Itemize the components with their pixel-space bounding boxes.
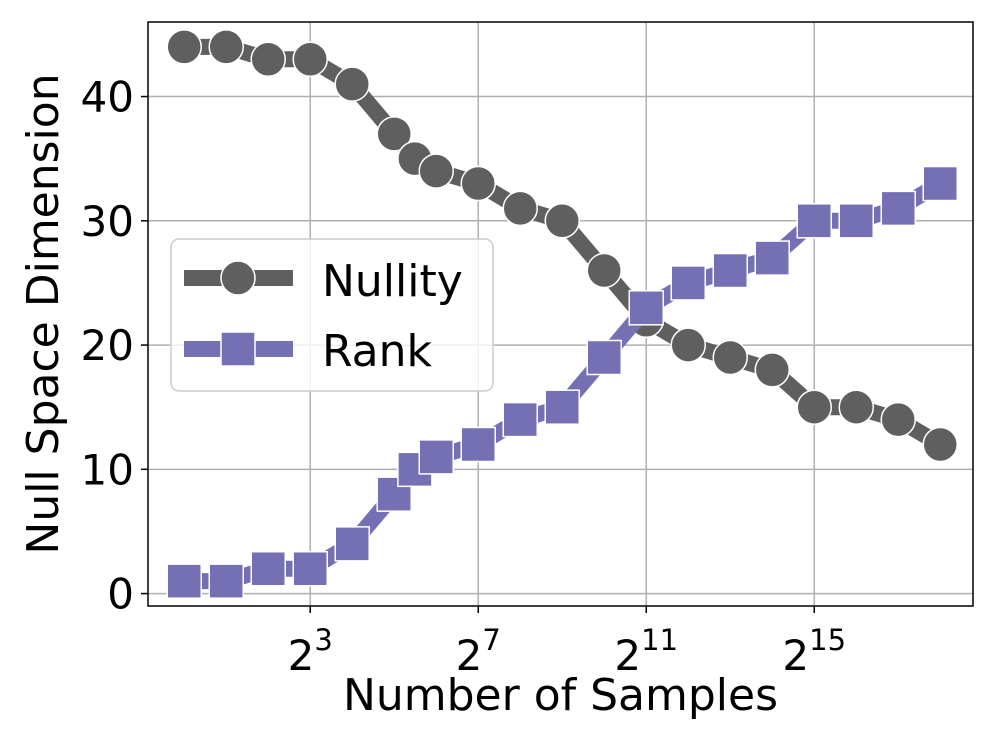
y-axis-ticks: 0 10 20 30 40 bbox=[81, 73, 148, 619]
y-tick-label: 20 bbox=[81, 321, 134, 370]
x-tick-base: 2 bbox=[456, 631, 483, 680]
legend-label-nullity: Nullity bbox=[322, 256, 463, 307]
x-tick-base: 2 bbox=[288, 631, 315, 680]
y-axis-label: Null Space Dimension bbox=[18, 73, 69, 554]
data-point-nullity bbox=[418, 153, 454, 189]
data-point-nullity bbox=[922, 426, 959, 463]
data-point-nullity bbox=[334, 66, 370, 102]
x-tick-base: 2 bbox=[782, 631, 809, 680]
data-point-nullity bbox=[712, 339, 748, 376]
data-point-rank bbox=[502, 401, 538, 438]
data-point-rank bbox=[334, 526, 370, 562]
x-tick-exponent: 11 bbox=[641, 623, 678, 657]
y-tick-label: 40 bbox=[81, 73, 134, 122]
x-axis-label: Number of Samples bbox=[343, 670, 778, 721]
data-point-rank bbox=[460, 426, 496, 463]
data-point-rank bbox=[250, 550, 286, 587]
x-tick-label: 23 bbox=[288, 623, 333, 680]
data-point-nullity bbox=[754, 352, 791, 388]
data-point-rank bbox=[544, 389, 580, 425]
x-tick-exponent: 15 bbox=[809, 623, 846, 657]
plot-frame bbox=[147, 21, 974, 607]
data-point-nullity bbox=[502, 190, 538, 227]
data-point-rank bbox=[754, 240, 791, 276]
data-point-rank bbox=[796, 203, 833, 239]
y-tick-label: 30 bbox=[81, 197, 134, 246]
data-point-rank bbox=[208, 563, 244, 599]
data-point-rank bbox=[166, 563, 202, 599]
x-tick-label: 211 bbox=[614, 623, 678, 680]
data-point-rank bbox=[838, 203, 875, 239]
data-point-nullity bbox=[586, 252, 622, 289]
data-point-rank bbox=[880, 190, 917, 227]
series-rank bbox=[166, 165, 959, 599]
data-point-nullity bbox=[796, 389, 833, 425]
data-point-nullity bbox=[544, 203, 580, 239]
legend: Nullity Rank bbox=[170, 238, 494, 392]
data-point-nullity bbox=[166, 29, 202, 65]
x-tick-base: 2 bbox=[614, 631, 641, 680]
legend-entry-nullity: Nullity bbox=[184, 256, 463, 307]
data-point-nullity bbox=[460, 165, 496, 202]
data-point-nullity bbox=[292, 41, 328, 78]
x-tick-exponent: 7 bbox=[482, 623, 500, 657]
x-tick-label: 27 bbox=[456, 623, 501, 680]
data-point-rank bbox=[670, 265, 706, 301]
data-point-rank bbox=[292, 550, 328, 587]
y-tick-label: 10 bbox=[81, 445, 134, 494]
x-tick-exponent: 3 bbox=[314, 623, 332, 657]
data-point-nullity bbox=[208, 29, 244, 65]
legend-marker-rank bbox=[220, 331, 256, 367]
data-point-nullity bbox=[376, 116, 412, 152]
data-point-rank bbox=[922, 165, 959, 202]
data-point-nullity bbox=[250, 41, 286, 78]
data-point-nullity bbox=[880, 401, 917, 438]
data-point-rank bbox=[586, 339, 622, 376]
series-layer bbox=[166, 29, 959, 599]
series-nullity bbox=[166, 29, 959, 463]
data-point-rank bbox=[628, 290, 664, 326]
y-tick-label: 0 bbox=[107, 570, 134, 619]
legend-entry-rank: Rank bbox=[184, 326, 432, 377]
data-point-nullity bbox=[838, 389, 875, 425]
legend-label-rank: Rank bbox=[322, 326, 432, 377]
data-point-rank bbox=[712, 252, 748, 289]
data-point-rank bbox=[418, 439, 454, 475]
x-tick-label: 215 bbox=[782, 623, 846, 680]
data-point-nullity bbox=[670, 327, 706, 363]
legend-marker-nullity bbox=[220, 260, 256, 296]
